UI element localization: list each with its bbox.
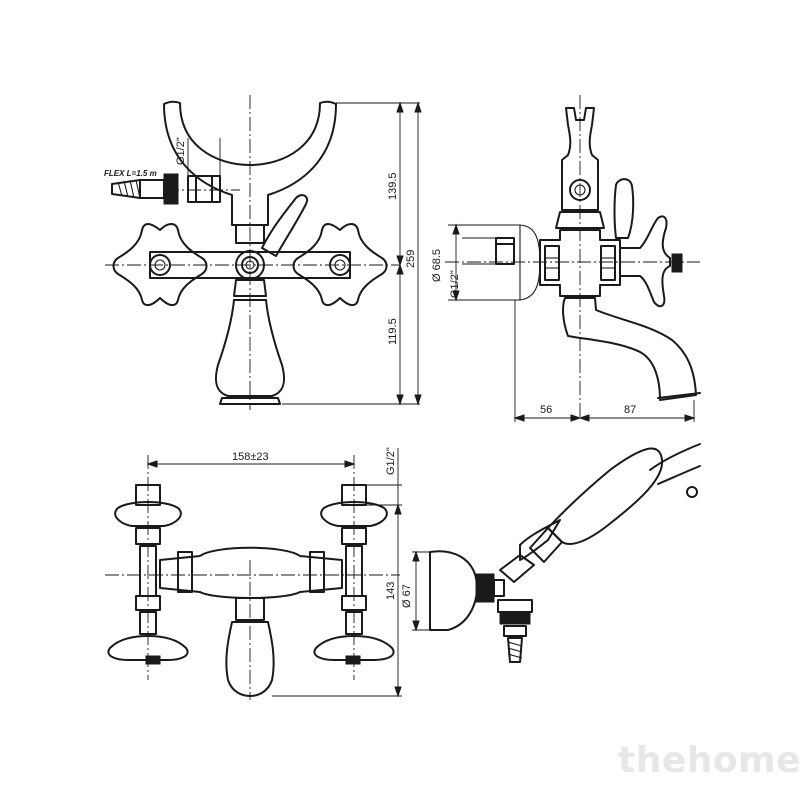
right-column — [313, 484, 395, 665]
side-lever — [613, 178, 635, 239]
dim-total-height: 259 — [405, 250, 417, 268]
dim-side-right: 87 — [624, 404, 636, 416]
dim-upper-height: 139.5 — [387, 172, 399, 200]
watermark: thehome — [618, 740, 800, 781]
side-inlet — [495, 237, 515, 265]
side-thread-label: G1/2" — [449, 270, 461, 298]
side-right-nut — [600, 245, 616, 281]
left-column — [107, 484, 189, 665]
hose-coupling — [497, 599, 533, 613]
side-handle-cap — [671, 253, 683, 273]
hand-shower-view: Ø 67 — [401, 443, 701, 663]
shower-cradle — [163, 100, 337, 226]
left-bottom-handle — [107, 635, 189, 661]
wall-holder — [429, 550, 478, 631]
spout-tip — [657, 392, 701, 399]
dim-side-left: 56 — [540, 404, 552, 416]
dim-centers: 158±23 — [232, 451, 269, 463]
bottom-body — [159, 546, 343, 599]
shower-head-stem — [649, 443, 701, 471]
side-left-nut — [544, 245, 560, 281]
spout-front — [214, 299, 286, 397]
front-view: FLEX L=1.5 m G1/2" 139.5 119.5 259 — [104, 95, 422, 410]
holder-nut — [475, 573, 495, 603]
side-diameter-label: Ø 68.5 — [431, 249, 443, 282]
bottom-view: 158±23 — [105, 447, 402, 700]
spout-base — [219, 397, 281, 405]
bottom-spout — [225, 621, 275, 697]
front-thread-label: G1/2" — [175, 137, 187, 165]
side-valve-body — [539, 229, 621, 297]
right-cross-handle — [292, 223, 388, 306]
bottom-thread-label: G1/2" — [385, 447, 397, 475]
side-spout — [562, 297, 697, 401]
right-bottom-handle — [313, 635, 395, 661]
side-cross-handle — [619, 215, 671, 308]
side-cradle — [561, 107, 599, 211]
side-diverter-knob — [569, 179, 591, 201]
dim-lower-height: 119.5 — [387, 318, 399, 345]
shower-handle — [547, 447, 664, 545]
shower-ring — [686, 486, 698, 498]
spout-collar — [233, 279, 267, 297]
dim-bottom-height: 143 — [385, 582, 397, 600]
hose-nut — [163, 173, 179, 205]
flex-hose-label: FLEX L=1.5 m — [104, 169, 157, 178]
left-cross-handle — [112, 223, 208, 306]
holder-diameter-label: Ø 67 — [401, 584, 413, 608]
cradle-stem — [235, 224, 265, 244]
side-view: Ø 68.5 G1/2" 56 87 — [431, 95, 701, 422]
diverter-lever — [261, 194, 308, 257]
hose-connector — [111, 173, 221, 205]
